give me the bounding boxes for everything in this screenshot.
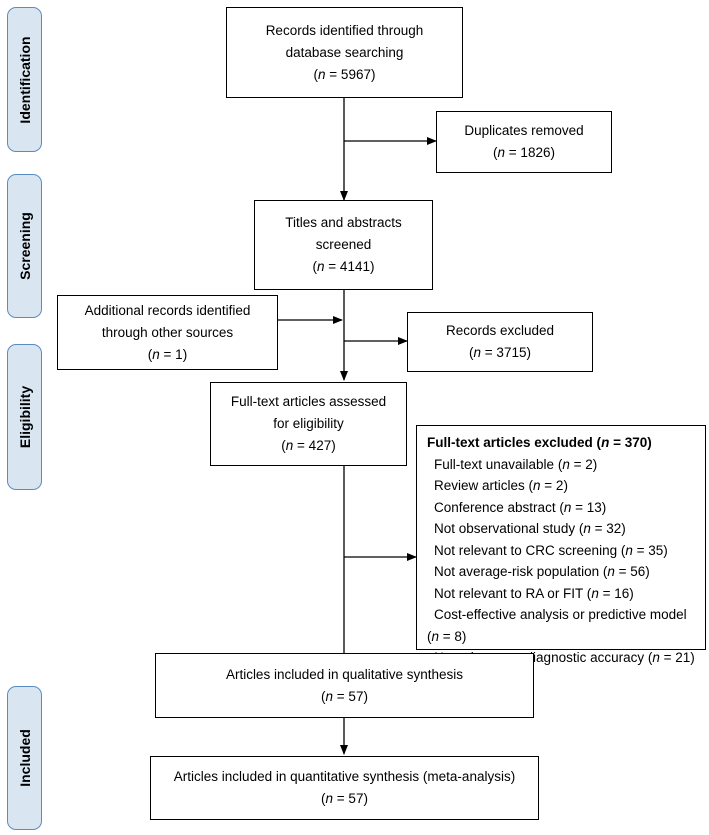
screened-line2: screened (315, 237, 372, 252)
qualitative-synthesis-count: (n = 57) (321, 688, 368, 704)
exclusion-reason: Not relevant to CRC screening (n = 35) (434, 542, 668, 558)
exclusion-reason: Review articles (n = 2) (434, 478, 568, 493)
phase-identification: Identification (7, 7, 42, 152)
screened-count: (n = 4141) (312, 259, 375, 274)
phase-included-label: Included (16, 729, 33, 787)
quantitative-synthesis-label: Articles included in quantitative synthe… (173, 769, 516, 784)
records-excluded-box: Records excluded (n = 3715) (407, 312, 593, 372)
exclusion-reason-continued: (n = 8) (427, 628, 467, 644)
fulltext-excluded-heading: Full-text articles excluded (n = 370) (427, 435, 652, 450)
records-excluded-count: (n = 3715) (469, 345, 531, 360)
fulltext-assessed-box: Full-text articles assessed for eligibil… (210, 382, 407, 466)
additional-records-box: Additional records identified through ot… (57, 295, 278, 370)
duplicates-removed-box: Duplicates removed (n = 1826) (436, 111, 612, 173)
duplicates-removed-count: (n = 1826) (493, 145, 555, 160)
records-identified-count: (n = 5967) (313, 66, 376, 82)
fulltext-assessed-line1: Full-text articles assessed (230, 394, 387, 409)
qualitative-synthesis-label: Articles included in qualitative synthes… (225, 666, 464, 682)
quantitative-synthesis-count: (n = 57) (321, 791, 368, 806)
records-excluded-label: Records excluded (445, 323, 555, 338)
additional-records-count: (n = 1) (147, 346, 188, 362)
fulltext-excluded-box: Full-text articles excluded (n = 370) Fu… (416, 425, 706, 665)
records-identified-box: Records identified through database sear… (226, 7, 463, 98)
exclusion-reason: Conference abstract (n = 13) (434, 499, 607, 515)
exclusion-reason: Full-text unavailable (n = 2) (434, 456, 598, 472)
screened-box: Titles and abstracts screened (n = 4141) (254, 200, 433, 290)
phase-screening-label: Screening (16, 212, 33, 280)
records-identified-line1: Records identified through (265, 22, 424, 38)
phase-eligibility-label: Eligibility (16, 385, 33, 449)
additional-records-line1: Additional records identified (84, 302, 251, 318)
phase-eligibility: Eligibility (7, 344, 42, 490)
fulltext-assessed-line2: for eligibility (273, 416, 344, 431)
fulltext-assessed-count: (n = 427) (281, 438, 336, 453)
additional-records-line2: through other sources (101, 324, 234, 340)
qualitative-synthesis-box: Articles included in qualitative synthes… (155, 653, 534, 718)
quantitative-synthesis-box: Articles included in quantitative synthe… (150, 756, 539, 820)
exclusion-reason: Not observational study (n = 32) (434, 521, 626, 536)
phase-included: Included (7, 686, 42, 830)
phase-screening: Screening (7, 174, 42, 318)
screened-line1: Titles and abstracts (285, 215, 402, 230)
records-identified-line2: database searching (285, 44, 404, 60)
duplicates-removed-label: Duplicates removed (464, 123, 584, 138)
exclusion-reason: Not relevant to RA or FIT (n = 16) (434, 585, 634, 601)
exclusion-reason: Not average-risk population (n = 56) (434, 564, 650, 579)
phase-identification-label: Identification (16, 35, 33, 124)
exclusion-reason: Cost-effective analysis or predictive mo… (434, 607, 687, 622)
